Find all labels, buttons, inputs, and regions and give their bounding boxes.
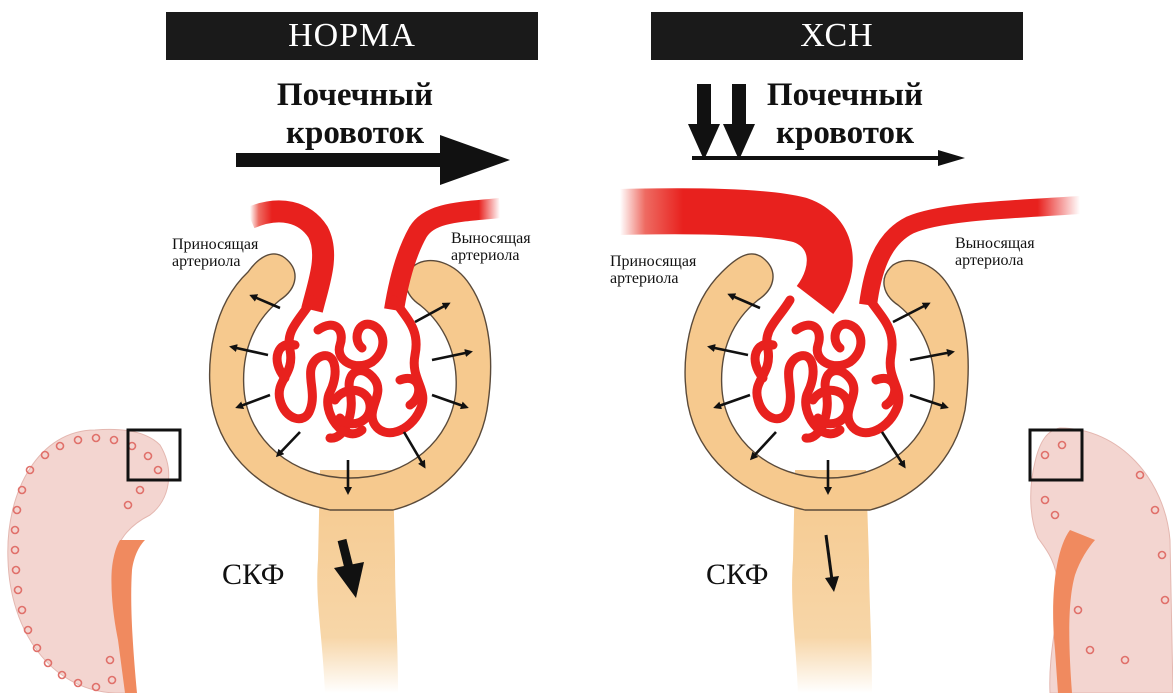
efferent-label-line2: артериола [955,252,1035,269]
gfr-label-normal: СКФ [222,558,284,592]
glomerulus-normal [210,208,500,693]
flow-label-line2: кровоток [250,114,460,152]
afferent-label-ckd: Приносящая артериола [610,253,696,287]
flow-label-line1: Почечный [740,76,950,114]
flow-label-normal: Почечный кровоток [250,76,460,152]
kidney-ckd [1030,428,1173,693]
efferent-label-line1: Выносящая [451,230,531,247]
kidney-normal [8,429,180,693]
flow-label-line1: Почечный [250,76,460,114]
afferent-label-normal: Приносящая артериола [172,236,258,270]
flow-label-ckd: Почечный кровоток [740,76,950,152]
efferent-label-line1: Выносящая [955,235,1035,252]
gfr-label-ckd: СКФ [706,558,768,592]
efferent-label-line2: артериола [451,247,531,264]
efferent-label-ckd: Выносящая артериола [955,235,1035,269]
header-ckd: ХСН [651,12,1023,60]
efferent-label-normal: Выносящая артериола [451,230,531,264]
afferent-label-line1: Приносящая [172,236,258,253]
flow-label-line2: кровоток [740,114,950,152]
afferent-label-line2: артериола [610,270,696,287]
header-normal: НОРМА [166,12,538,60]
afferent-label-line2: артериола [172,253,258,270]
afferent-label-line1: Приносящая [610,253,696,270]
decrease-arrow-1 [688,84,720,160]
